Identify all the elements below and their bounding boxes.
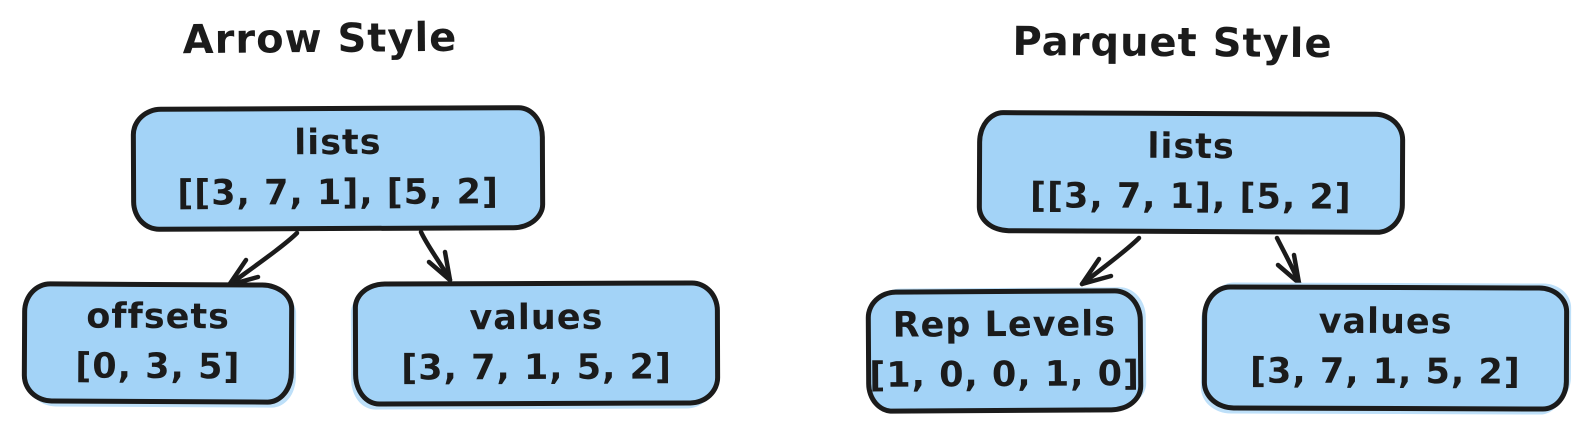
node-value: [[3, 7, 1], [5, 2] — [1029, 175, 1352, 218]
node-label: values — [1318, 302, 1453, 343]
node-label: offsets — [86, 296, 231, 338]
arrow-lists-to-values-left — [418, 229, 453, 283]
arrow-lists-to-values-right — [1274, 235, 1302, 286]
node-rep-levels: Rep Levels [1, 0, 0, 1, 0] — [865, 288, 1144, 414]
parquet-style-title: Parquet Style — [1012, 18, 1333, 68]
node-lists-parquet: lists [[3, 7, 1], [5, 2] — [976, 110, 1406, 235]
node-value: [[3, 7, 1], [5, 2] — [177, 171, 500, 214]
node-value: [1, 0, 0, 1, 0] — [869, 354, 1141, 396]
node-value: [3, 7, 1, 5, 2] — [401, 347, 672, 388]
node-label: lists — [1147, 126, 1235, 168]
node-offsets: offsets [0, 3, 5] — [21, 281, 295, 405]
arrow-lists-to-rep-levels — [1079, 235, 1142, 287]
node-values-arrow: values [3, 7, 1, 5, 2] — [352, 280, 721, 407]
node-value: [0, 3, 5] — [75, 346, 241, 388]
node-label: Rep Levels — [892, 304, 1117, 346]
node-value: [3, 7, 1, 5, 2] — [1250, 351, 1521, 393]
node-lists-arrow: lists [[3, 7, 1], [5, 2] — [130, 105, 546, 232]
node-values-parquet: values [3, 7, 1, 5, 2] — [1201, 284, 1570, 412]
node-label: values — [469, 297, 604, 339]
arrow-style-title: Arrow Style — [182, 14, 458, 64]
node-label: lists — [294, 122, 382, 164]
arrow-lists-to-offsets — [226, 230, 300, 288]
